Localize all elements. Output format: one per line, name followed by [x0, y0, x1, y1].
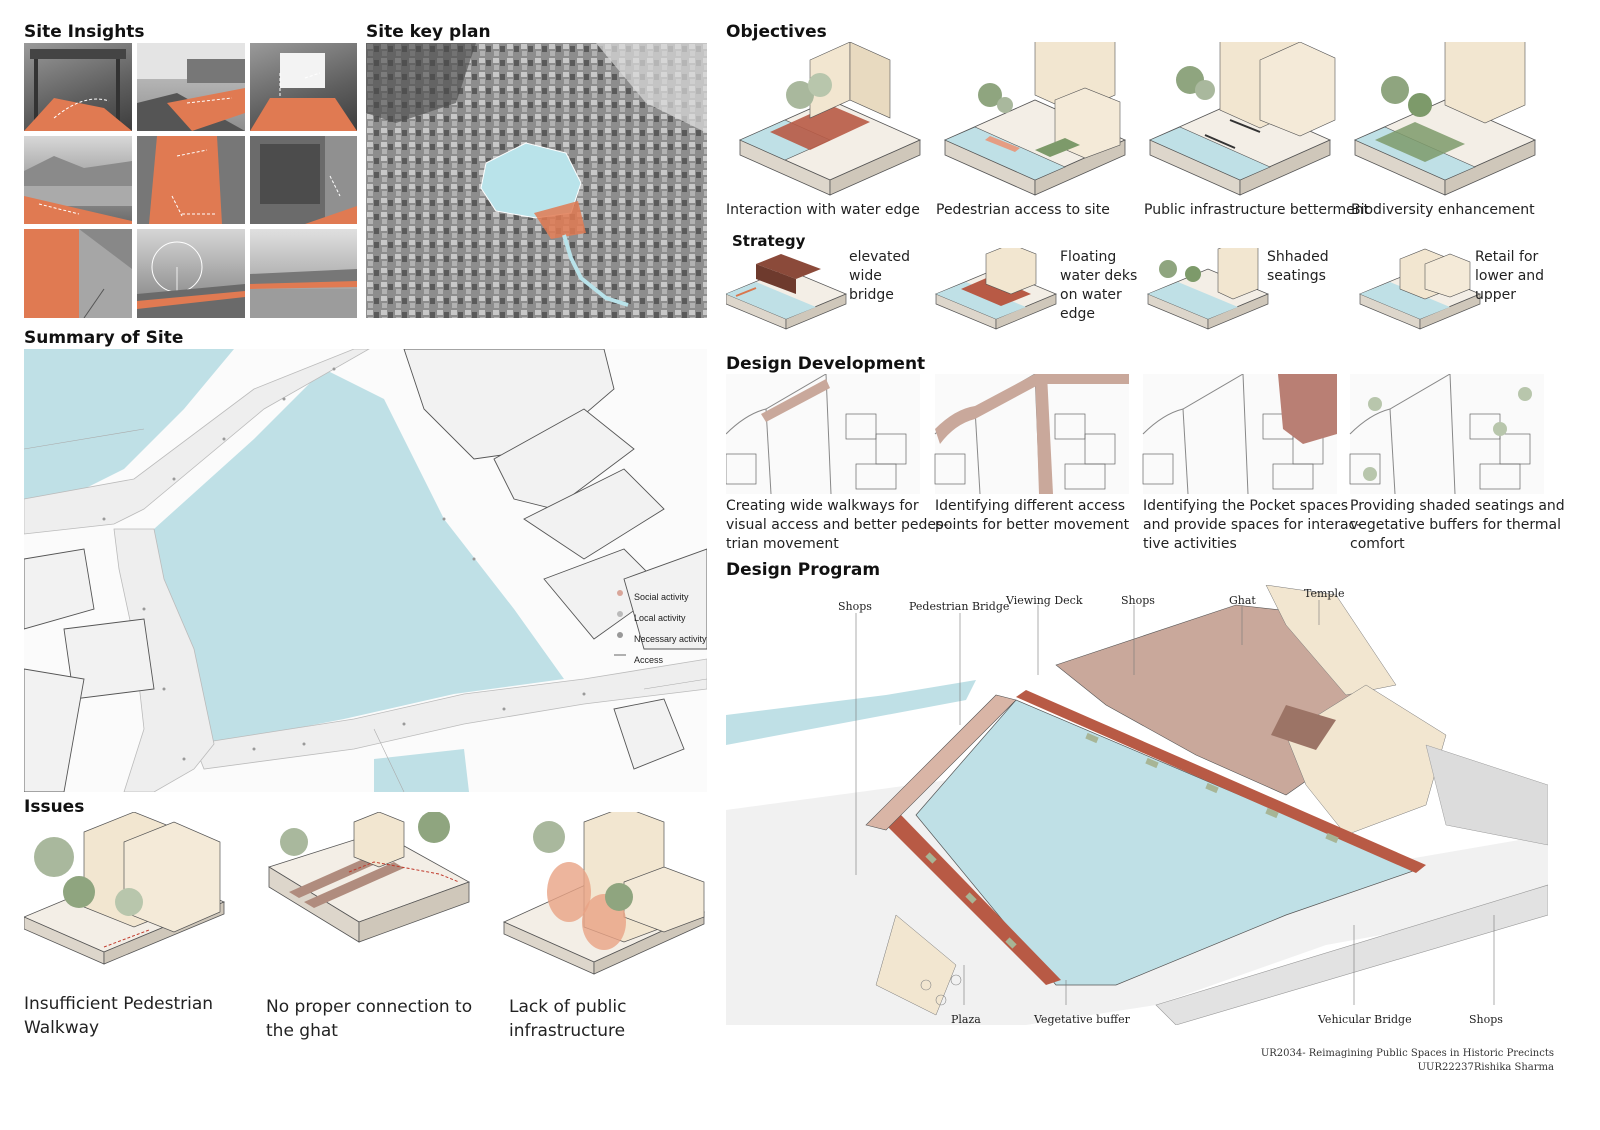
program-label-ghat: Ghat	[1229, 594, 1256, 607]
program-label-temple: Temple	[1304, 587, 1345, 600]
objectives-title: Objectives	[726, 22, 827, 42]
design-development-plans	[726, 374, 1545, 495]
site-key-plan-title: Site key plan	[366, 22, 491, 42]
objectives-diagrams	[739, 42, 1536, 196]
objective-diagram-pedestrian-access	[944, 42, 1126, 196]
site-key-plan-map	[366, 43, 707, 318]
design-development-title: Design Development	[726, 354, 926, 374]
program-label-viewing-deck: Viewing Deck	[1006, 594, 1083, 607]
objective-diagram-water-edge	[739, 42, 921, 196]
footer-author: UUR22237Rishika Sharma	[1417, 1062, 1554, 1073]
program-label-shops: Shops	[1121, 594, 1155, 607]
program-label-shops: Shops	[1469, 1013, 1503, 1026]
dd-plan-walkways	[726, 374, 921, 495]
site-insights-photo-grid	[24, 43, 357, 318]
summary-of-site-title: Summary of Site	[24, 328, 184, 348]
objective-diagram-public-infrastructure	[1149, 42, 1336, 196]
issue-diagram-ghat-connection	[268, 812, 470, 943]
site-photo	[137, 136, 245, 224]
legend-necessary: Necessary activity	[634, 634, 707, 644]
program-label-pedestrian-bridge: Pedestrian Bridge	[909, 600, 1010, 613]
dd-plan-shaded-seatings	[1349, 374, 1545, 495]
legend-local: Local activity	[634, 613, 686, 623]
footer-course: UR2034- Reimagining Public Spaces in His…	[1260, 1048, 1554, 1059]
issue-diagram-walkway	[24, 812, 226, 965]
design-program-title: Design Program	[726, 560, 881, 580]
dd-plan-pocket-spaces	[1142, 374, 1338, 495]
program-label-plaza: Plaza	[951, 1013, 981, 1026]
strategy-diagram-floating-deck	[935, 248, 1057, 330]
legend-access: Access	[634, 655, 664, 665]
objective-caption: Interaction with water edge	[726, 202, 920, 218]
strategy-diagram-shaded-seatings	[1147, 248, 1269, 330]
objective-caption: Public infrastructure betterment	[1144, 202, 1370, 218]
site-photo	[250, 136, 357, 224]
legend-social: Social activity	[634, 592, 689, 602]
issues-title: Issues	[24, 797, 85, 817]
objective-caption: Pedestrian access to site	[936, 202, 1110, 218]
site-photo	[24, 43, 132, 131]
issues-diagrams	[24, 812, 705, 975]
issue-diagram-infrastructure	[503, 812, 705, 975]
program-label-vehicular-bridge: Vehicular Bridge	[1318, 1013, 1412, 1026]
site-photo	[24, 136, 132, 224]
site-photo	[137, 229, 245, 318]
site-photo	[250, 229, 357, 318]
summary-legend: Social activity Local activity Necessary…	[634, 587, 707, 671]
site-insights-title: Site Insights	[24, 22, 145, 42]
design-program-masterplan	[726, 585, 1548, 1025]
objective-diagram-biodiversity	[1354, 42, 1536, 196]
summary-site-plan: Social activity Local activity Necessary…	[24, 349, 707, 792]
objective-caption: Biodiversity enhancement	[1351, 202, 1535, 218]
strategy-diagrams	[726, 248, 1481, 330]
program-label-shops: Shops	[838, 600, 872, 613]
program-label-vegetative-buffer: Vegetative buffer	[1034, 1013, 1130, 1026]
site-photo	[250, 43, 357, 131]
summary-legend-marks	[614, 590, 626, 656]
strategy-title: Strategy	[732, 232, 806, 250]
strategy-diagram-retail	[1359, 248, 1481, 330]
site-photo	[137, 43, 245, 131]
dd-plan-access-points	[934, 374, 1130, 495]
strategy-diagram-bridge	[726, 254, 847, 330]
site-photo	[24, 229, 132, 318]
